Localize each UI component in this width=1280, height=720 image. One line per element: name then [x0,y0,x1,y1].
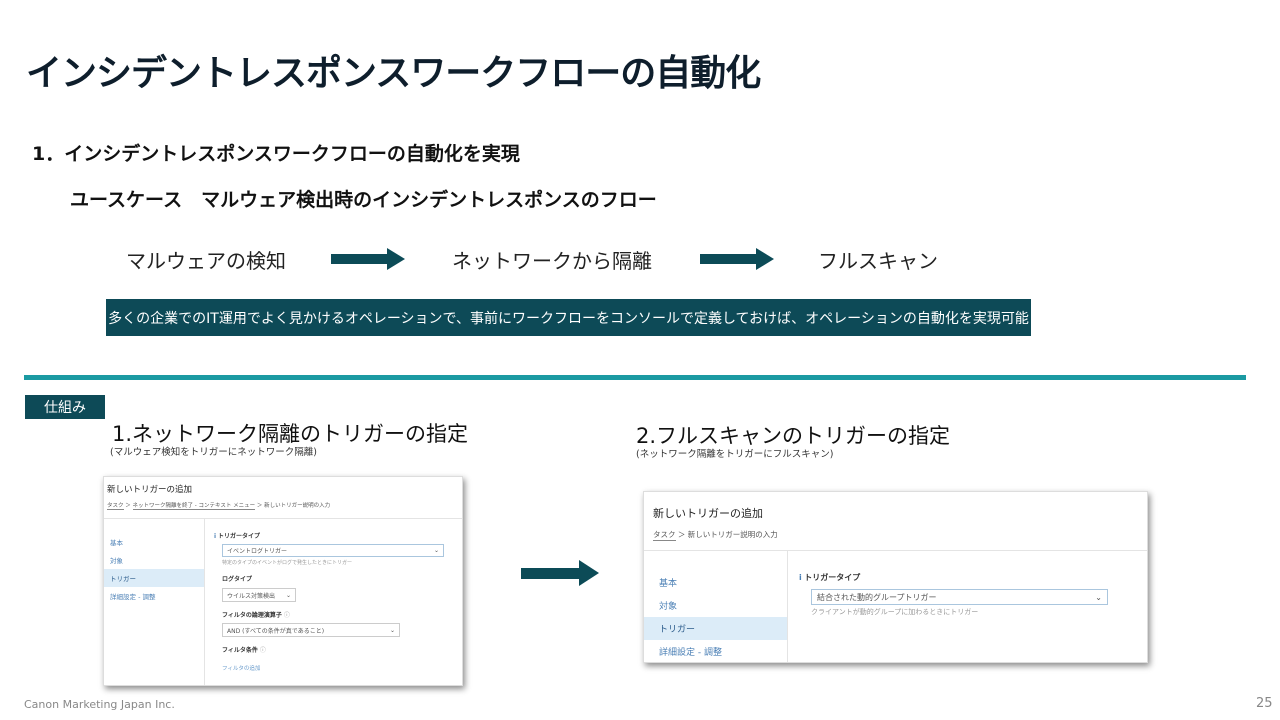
sidebar-item-trigger[interactable]: トリガー [104,569,204,587]
sidebar-item-basic[interactable]: 基本 [110,539,123,547]
breadcrumb-item: 新しいトリガー説明の入力 [687,530,778,539]
flow-arrow-icon [700,248,774,270]
trigger-type-label: トリガータイプ [804,573,861,582]
dialog-title: 新しいトリガーの追加 [653,507,763,520]
section1-subtitle: (マルウェア検知をトリガーにネットワーク隔離) [110,447,317,458]
mechanism-tag: 仕組み [25,395,105,419]
breadcrumb-item[interactable]: タスク [107,503,124,510]
chevron-down-icon: ⌄ [1095,592,1102,602]
section1-title: 1.ネットワーク隔離のトリガーの指定 [112,422,469,446]
help-icon[interactable]: ⓘ [283,612,290,619]
trigger-type-label: トリガータイプ [217,533,260,540]
add-filter-link[interactable]: フィルタの追加 [222,666,261,672]
breadcrumb-item[interactable]: ネットワーク隔離を終了 - コンテキスト メニュー [132,503,256,510]
trigger-type-select[interactable]: 結合された動的グループトリガー ⌄ [811,589,1108,605]
help-icon[interactable]: ⓘ [259,647,266,654]
page-number: 25 [1256,696,1273,711]
sidebar-item-basic[interactable]: 基本 [659,579,678,589]
section2-subtitle: (ネットワーク隔離をトリガーにフルスキャン) [636,449,834,460]
footer-company: Canon Marketing Japan Inc. [24,698,175,711]
trigger-type-select[interactable]: イベントログトリガー ⌄ [222,544,444,557]
breadcrumb-item[interactable]: タスク [653,530,676,541]
dialog-title: 新しいトリガーの追加 [107,485,193,495]
flow-step-fullscan: フルスキャン [818,249,938,273]
sidebar-item-target[interactable]: 対象 [110,557,123,565]
trigger-type-value: 結合された動的グループトリガー [817,592,937,602]
section2-title: 2.フルスキャンのトリガーの指定 [636,424,951,448]
chevron-down-icon: ⌄ [433,547,439,554]
filter-conditions-label: フィルタ条件 [222,647,258,654]
summary-banner: 多くの企業でのIT運用でよく見かけるオペレーションで、事前にワークフローをコンソ… [106,299,1031,336]
filter-operator-value: AND (すべての条件が真であること) [227,627,325,635]
filter-operator-label: フィルタの論理演算子 [222,612,282,619]
slide-title: インシデントレスポンスワークフローの自動化 [26,53,761,94]
trigger-dialog-2: 新しいトリガーの追加 タスク ＞ 新しいトリガー説明の入力 基本 対象 トリガー… [643,491,1148,663]
chevron-down-icon: ⌄ [389,626,395,634]
flow-step-detect: マルウェアの検知 [126,249,286,273]
use-case-heading: ユースケース マルウェア検出時のインシデントレスポンスのフロー [70,189,657,211]
log-type-label: ログタイプ [222,576,253,583]
chevron-down-icon: ⌄ [285,591,291,599]
sidebar-item-target[interactable]: 対象 [659,602,678,612]
flow-arrow-icon [331,248,405,270]
sidebar-item-advanced[interactable]: 詳細設定 - 調整 [659,648,722,658]
trigger-type-help: 特定のタイプのイベントがログで発生したときにトリガー [222,560,353,566]
trigger-dialog-1: 新しいトリガーの追加 タスク ＞ ネットワーク隔離を終了 - コンテキスト メニ… [103,476,463,686]
filter-operator-select[interactable]: AND (すべての条件が真であること) ⌄ [222,623,400,637]
trigger-type-value: イベントログトリガー [227,548,288,555]
sidebar-item-trigger[interactable]: トリガー [644,617,787,640]
log-type-select[interactable]: ウイルス対策検出 ⌄ [222,588,296,602]
flow-step-isolate: ネットワークから隔離 [452,249,652,273]
breadcrumb-item: 新しいトリガー説明の入力 [264,503,331,509]
flow-arrow-icon [521,560,599,586]
trigger-type-help: クライアントが動的グループに加わるときにトリガー [811,608,979,616]
sidebar-item-advanced[interactable]: 詳細設定 - 調整 [110,593,156,601]
info-icon: i [799,573,802,582]
info-icon: i [214,533,217,540]
divider [24,375,1246,380]
heading-1: 1．インシデントレスポンスワークフローの自動化を実現 [32,143,520,165]
log-type-value: ウイルス対策検出 [227,592,276,600]
